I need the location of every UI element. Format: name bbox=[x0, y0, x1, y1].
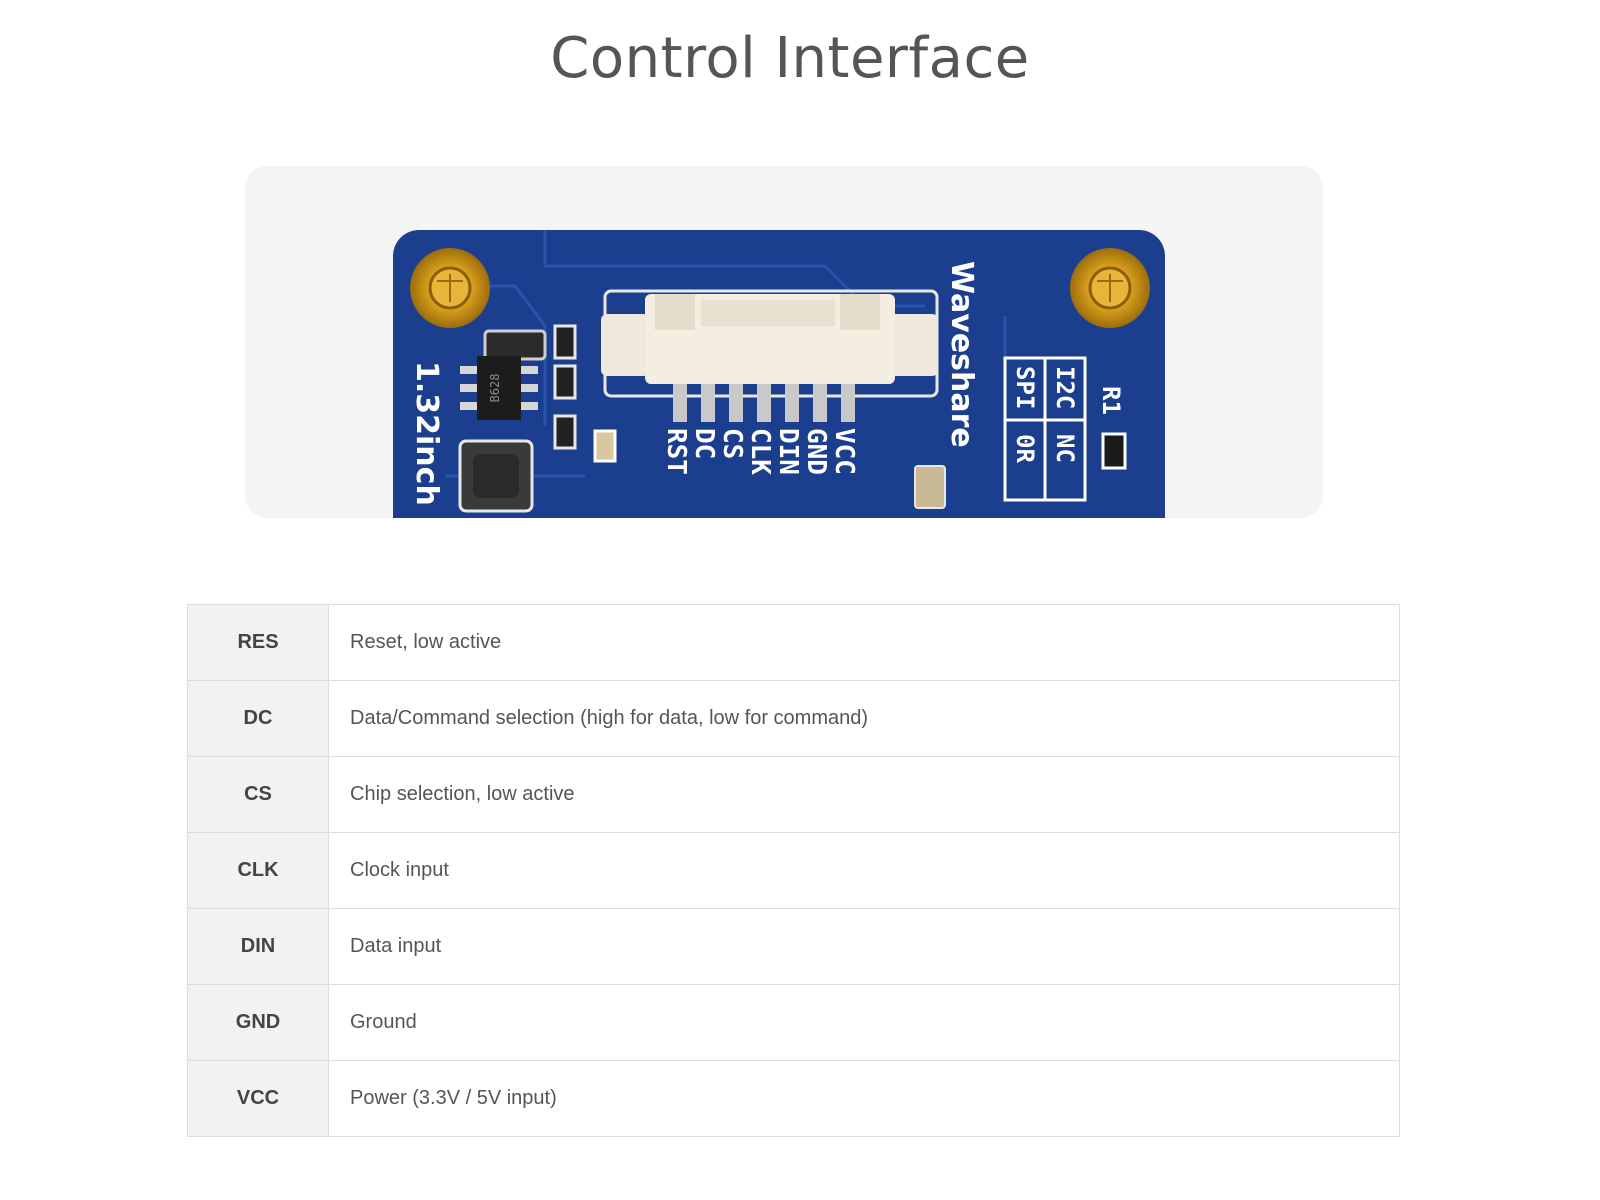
brand-label: Waveshare bbox=[944, 261, 979, 448]
pin-description-cell: Chip selection, low active bbox=[328, 756, 1400, 833]
table-row: VCC Power (3.3V / 5V input) bbox=[187, 1060, 1400, 1137]
page-title: Control Interface bbox=[550, 26, 1030, 91]
table-row: GND Ground bbox=[187, 984, 1400, 1061]
pin-description-cell: Power (3.3V / 5V input) bbox=[328, 1060, 1400, 1137]
pin-name-cell: VCC bbox=[187, 1060, 329, 1137]
table-row: RES Reset, low active bbox=[187, 604, 1400, 681]
pcb-illustration: B628 1.32inch RST bbox=[393, 230, 1165, 518]
size-label: 1.32inch bbox=[409, 361, 444, 506]
pin-description-cell: Reset, low active bbox=[328, 604, 1400, 681]
config-label: I2C bbox=[1051, 366, 1079, 409]
config-label: NC bbox=[1051, 434, 1079, 463]
pin-label: VCC bbox=[829, 428, 859, 475]
capacitor bbox=[483, 329, 547, 361]
pin-description-cell: Data/Command selection (high for data, l… bbox=[328, 680, 1400, 757]
resistor bbox=[553, 364, 577, 400]
pin-description-cell: Clock input bbox=[328, 832, 1400, 909]
mount-hole-left bbox=[410, 248, 490, 328]
pin-description-table: RES Reset, low active DC Data/Command se… bbox=[187, 604, 1400, 1137]
resistor bbox=[553, 414, 577, 450]
resistor bbox=[553, 324, 577, 360]
inductor-core bbox=[473, 454, 519, 498]
chip-label: B628 bbox=[488, 374, 502, 403]
pin-description-cell: Data input bbox=[328, 908, 1400, 985]
pin-label: CS bbox=[717, 428, 747, 459]
pin-name-cell: RES bbox=[187, 604, 329, 681]
pin-label: DIN bbox=[773, 428, 803, 475]
table-row: CS Chip selection, low active bbox=[187, 756, 1400, 833]
pin-label: DC bbox=[689, 428, 719, 459]
board-photo: B628 1.32inch RST bbox=[245, 166, 1323, 518]
table-row: DIN Data input bbox=[187, 908, 1400, 985]
connector-header bbox=[601, 289, 939, 398]
connector-pins bbox=[673, 384, 855, 422]
config-label: R1 bbox=[1097, 386, 1125, 415]
pin-description-cell: Ground bbox=[328, 984, 1400, 1061]
config-label: 0R bbox=[1011, 434, 1039, 463]
pin-name-cell: CS bbox=[187, 756, 329, 833]
pin-name-cell: GND bbox=[187, 984, 329, 1061]
capacitor bbox=[914, 465, 946, 509]
resistor bbox=[593, 429, 617, 463]
jumper-resistor bbox=[1101, 432, 1127, 470]
table-row: CLK Clock input bbox=[187, 832, 1400, 909]
pin-name-cell: CLK bbox=[187, 832, 329, 909]
pin-name-cell: DC bbox=[187, 680, 329, 757]
pin-name-cell: DIN bbox=[187, 908, 329, 985]
pin-label: GND bbox=[801, 428, 831, 475]
pin-label: RST bbox=[661, 428, 691, 475]
config-label: SPI bbox=[1011, 366, 1039, 409]
table-row: DC Data/Command selection (high for data… bbox=[187, 680, 1400, 757]
regulator-chip: B628 bbox=[460, 356, 538, 420]
config-jumper-block bbox=[1003, 356, 1087, 502]
pin-labels: RST DC CS CLK DIN GND VCC bbox=[661, 428, 859, 475]
mount-hole-right bbox=[1070, 248, 1150, 328]
pin-label: CLK bbox=[745, 428, 775, 475]
